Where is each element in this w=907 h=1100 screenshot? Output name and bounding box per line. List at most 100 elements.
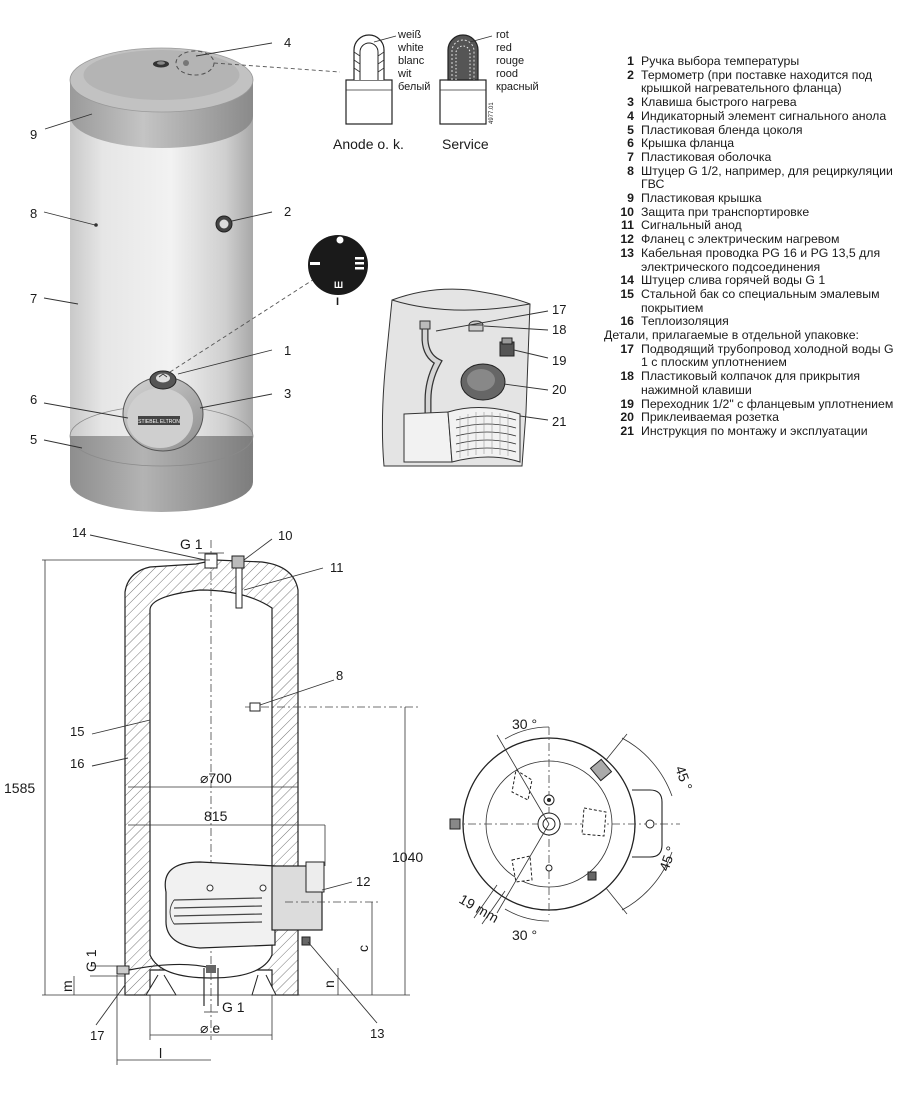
legend-item-number: 2: [627, 67, 634, 82]
legend-item: 21 Инструкция по монтажу и эксплуатации: [604, 423, 896, 439]
anode-white-ru: белый: [398, 81, 430, 93]
legend-item-text: Штуцер G 1/2, например, для рециркуляции…: [641, 163, 893, 192]
dim-19mm: 19 mm: [457, 891, 502, 926]
callout-6: 6: [30, 392, 37, 407]
callout-8: 8: [30, 206, 37, 221]
legend-item-text: Защита при транспортировке: [641, 204, 810, 219]
legend-item-number: 21: [620, 423, 634, 438]
callout-7: 7: [30, 291, 37, 306]
dim-g1-top: G 1: [180, 536, 203, 552]
dim-height-sensor: 1040: [392, 849, 423, 865]
anode-white-de: weiß: [397, 29, 422, 41]
legend-item-number: 18: [620, 369, 634, 384]
sect-callout-13: 13: [370, 1026, 384, 1041]
sect-callout-10: 10: [278, 528, 292, 543]
figure-code: 4977.01: [489, 102, 495, 124]
legend-item-number: 4: [627, 108, 634, 123]
legend-item: 7 Пластиковая оболочка: [604, 149, 896, 165]
legend-item-text: Крышка фланца: [641, 136, 735, 151]
svg-text:Ш: Ш: [334, 280, 343, 290]
flange-brand-label: STIEBEL ELTRON: [138, 419, 180, 425]
anode-red-en: red: [496, 42, 512, 54]
callout-5: 5: [30, 432, 37, 447]
legend-item: 16 Теплоизоляция: [604, 315, 896, 329]
callout-9: 9: [30, 127, 37, 142]
legend-item-text: Термометр (при поставке находится под кр…: [641, 67, 873, 96]
legend-item-number: 12: [620, 232, 634, 247]
legend-item-number: 17: [620, 341, 634, 356]
legend-item: 12 Фланец с электрическим нагревом: [604, 232, 896, 247]
legend-item-number: 9: [627, 191, 634, 206]
sect-callout-15: 15: [70, 724, 84, 739]
legend-item-number: 14: [620, 273, 634, 288]
dim-g1-bottom: G 1: [222, 999, 245, 1015]
legend-item: 2 Термометр (при поставке находится под к…: [604, 67, 896, 96]
legend-item-number: 8: [627, 163, 634, 178]
dim-outer-diameter: 815: [204, 808, 228, 824]
dim-inner-diameter: ⌀700: [200, 770, 232, 786]
legend-item-text: Пластиковый колпачок для прикрытия нажим…: [641, 369, 861, 397]
legend-item-number: 3: [627, 95, 634, 110]
pkg-callout-17: 17: [552, 302, 566, 317]
legend-item: 11 Сигнальный анод: [604, 219, 896, 233]
legend-item-text: Сигнальный анод: [641, 218, 742, 233]
section-drawing: 14 10 11 8 15 16 12 13 17 G 1 G 1 1585 1…: [4, 525, 423, 1065]
legend-item: 9 Пластиковая крышка: [604, 191, 896, 206]
base-bottom-edge: [70, 452, 253, 512]
legend-item-text: Переходник 1/2" с фланцевым уплотнением: [641, 396, 894, 411]
anode-ok-label: Anode o. k.: [333, 136, 404, 152]
package-contents-view: 17 18 19 20 21: [381, 288, 566, 467]
legend-item-text: Фланец с электрическим нагревом: [641, 232, 840, 247]
legend-item: 8 Штуцер G 1/2, например, для рециркуляци…: [604, 163, 896, 192]
dim-e: ⌀ e: [200, 1020, 220, 1036]
dim-l: l: [159, 1045, 162, 1061]
legend-item-text: Пластиковая оболочка: [641, 149, 772, 164]
legend-item-number: 13: [620, 245, 634, 260]
legend-item: 18 Пластиковый колпачок для прикрытия наж…: [604, 369, 896, 397]
sect-callout-12: 12: [356, 874, 370, 889]
legend-item-number: 20: [620, 410, 634, 425]
anode-red-de: rot: [496, 29, 509, 41]
legend-item-text: Пластиковая крышка: [641, 191, 762, 206]
dim-n: n: [321, 980, 337, 988]
legend-item: 19 Переходник 1/2" с фланцевым уплотнение…: [604, 396, 896, 412]
legend-item-number: 11: [621, 218, 634, 233]
legend-item-number: 19: [620, 396, 634, 411]
callout-3: 3: [284, 386, 291, 401]
anode-red-fr: rouge: [496, 55, 524, 67]
legend-note: Детали, прилагаемые в отдельной упаковке…: [604, 328, 859, 343]
callout-4: 4: [284, 35, 291, 50]
legend-item-text: Клавиша быстрого нагрева: [641, 95, 797, 110]
sect-callout-8: 8: [336, 668, 343, 683]
sect-callout-16: 16: [70, 756, 84, 771]
legend-item-number: 16: [620, 314, 634, 329]
dim-angle-bottom: 30 °: [512, 927, 537, 943]
dim-angle-top: 30 °: [512, 716, 537, 732]
pkg-callout-19: 19: [552, 353, 566, 368]
pkg-callout-18: 18: [552, 322, 566, 337]
callout-2: 2: [284, 204, 291, 219]
legend-item-text: Теплоизоляция: [641, 314, 729, 329]
legend-item-number: 1: [627, 54, 634, 68]
legend-item-text: Инструкция по монтажу и эксплуатации: [641, 423, 868, 438]
sect-callout-11: 11: [330, 560, 344, 575]
legend-item-number: 7: [627, 149, 634, 164]
legend-item-text: Ручка выбора температуры: [641, 54, 800, 68]
parts-legend: 1 Ручка выбора температуры 2 Термометр (при…: [604, 54, 896, 439]
dim-c: c: [355, 945, 371, 952]
dial-label: I: [336, 296, 339, 308]
sect-callout-17: 17: [90, 1028, 104, 1043]
callout-1: 1: [284, 343, 291, 358]
heater-3d-view: STIEBEL ELTRON 9 8 7 6 5 1 3 2 4: [30, 35, 341, 512]
legend-item: 3 Клавиша быстрого нагрева: [604, 95, 896, 110]
legend-item-text: Стальной бак со специальным эмалевым пок…: [641, 286, 880, 315]
